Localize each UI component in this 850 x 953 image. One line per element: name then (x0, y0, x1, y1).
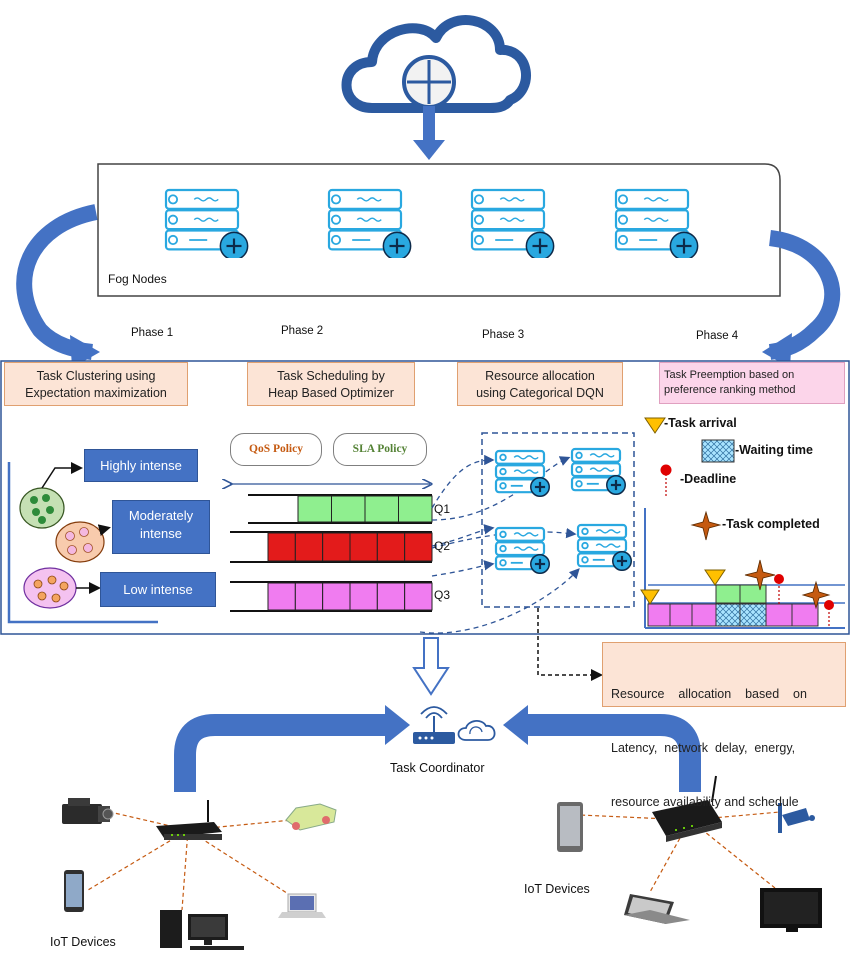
queue-cell (322, 582, 351, 611)
left-laptop-icon (278, 893, 326, 918)
resource-note-line3: resource availability and schedule (611, 795, 799, 809)
resource-dashed-box (481, 432, 635, 608)
queue-cell (267, 582, 296, 611)
queue-cell (294, 532, 324, 562)
cluster-moderate-label: Moderately intense (112, 500, 210, 554)
right-smartphone-icon (557, 802, 583, 852)
deadline-icon (660, 464, 672, 496)
legend-task-completed: -Task completed (722, 517, 820, 531)
router-icon (413, 706, 455, 744)
fog-server-icon (327, 188, 415, 263)
resource-note-line2: Latency, network delay, energy, (611, 741, 796, 755)
right-wifi-router-icon (652, 775, 722, 842)
phase-3-label: Phase 3 (482, 329, 525, 341)
iot-devices-left-label: IoT Devices (50, 935, 116, 949)
phase-1-title-line1: Task Clustering using (36, 369, 156, 383)
cloud-down-arrow (413, 106, 445, 160)
phase-4-title-line1: Task Preemption based on (664, 369, 795, 381)
legend-waiting-time: -Waiting time (735, 443, 814, 457)
legend-deadline: -Deadline (680, 472, 737, 486)
queue-cell (349, 532, 378, 562)
right-iot-arrow (518, 714, 701, 792)
sync-cloud-icon (457, 720, 496, 741)
phase-1-label: Phase 1 (131, 327, 174, 339)
resource-allocation-note: Resource allocation based on Latency, ne… (602, 642, 846, 809)
resource-server-icon (570, 447, 634, 502)
phase-3-title: Resource allocation using Categorical DQ… (457, 362, 623, 406)
fog-server-icon (164, 188, 252, 263)
resource-server-icon (576, 523, 640, 578)
queue-cell (376, 532, 406, 562)
fog-nodes-label: Fog Nodes (108, 272, 167, 286)
cluster-high-label: Highly intense (84, 449, 198, 482)
right-laptop-icon (624, 894, 690, 924)
queue-cell (349, 582, 378, 611)
phase-4-title: Task Preemption based on preference rank… (659, 362, 845, 404)
cluster-moderate-line1: Moderately (128, 508, 194, 523)
resource-server-icon (494, 526, 558, 581)
phase-2-title: Task Scheduling by Heap Based Optimizer (247, 362, 415, 406)
queue-cell (398, 495, 433, 523)
legend-task-arrival: -Task arrival (664, 416, 737, 430)
car-icon (285, 803, 337, 831)
queue-cell (297, 495, 332, 523)
phase-1-title-line2: Expectation maximization (25, 386, 167, 400)
cctv-camera-icon (778, 803, 815, 833)
task-completed-icon (690, 510, 722, 541)
cluster-high (19, 487, 65, 529)
qos-policy: QoS Policy (230, 433, 322, 466)
fog-nodes-box (97, 163, 781, 297)
queue-cell (267, 532, 296, 562)
queue-cell (376, 582, 406, 611)
phase-2-title-line2: Heap Based Optimizer (268, 386, 394, 400)
phase-3-title-line2: using Categorical DQN (476, 386, 604, 400)
iot-devices-right-label: IoT Devices (524, 882, 590, 896)
left-iot-arrow (174, 714, 395, 792)
left-smartphone-icon (64, 870, 84, 912)
cluster-moderate-line2: intense (140, 526, 182, 541)
cloud-icon (341, 15, 531, 113)
left-curved-arrow (16, 204, 98, 360)
phase-4-label: Phase 4 (696, 330, 739, 342)
queue-q3-label: Q3 (434, 588, 451, 602)
phase-2-label: Phase 2 (281, 325, 324, 337)
resource-server-icon (494, 449, 558, 504)
task-coordinator-label: Task Coordinator (390, 761, 485, 775)
television-icon (760, 888, 822, 932)
phase-1-title: Task Clustering using Expectation maximi… (4, 362, 188, 406)
fog-server-icon (470, 188, 558, 263)
phase-4-title-line2: preference ranking method (664, 384, 796, 396)
cluster-moderate (55, 521, 105, 563)
queue-cell (364, 495, 399, 523)
queue-q2-label: Q2 (434, 539, 451, 553)
phase-2-title-line1: Task Scheduling by (277, 369, 385, 383)
queue-cell (404, 582, 433, 611)
task-arrival-icon (644, 417, 666, 434)
queue-rails (230, 494, 432, 612)
cluster-low-label: Low intense (100, 572, 216, 607)
fog-server-icon (614, 188, 702, 263)
phase-3-title-line1: Resource allocation (485, 369, 595, 383)
video-camera-icon (62, 798, 114, 824)
waiting-time-icon (701, 439, 735, 463)
coordinator-down-arrow (412, 637, 450, 696)
desktop-computer-icon (160, 910, 244, 950)
cluster-low (23, 567, 77, 609)
queue-cell (322, 532, 351, 562)
preemption-chart (640, 508, 845, 629)
queue-cell (404, 532, 433, 562)
sla-policy: SLA Policy (333, 433, 427, 466)
queue-q1-label: Q1 (434, 502, 451, 516)
queue-cell (294, 582, 324, 611)
left-wifi-router-icon (156, 800, 222, 840)
resource-note-line1: Resource allocation based on (611, 687, 807, 701)
queue-cell (331, 495, 366, 523)
